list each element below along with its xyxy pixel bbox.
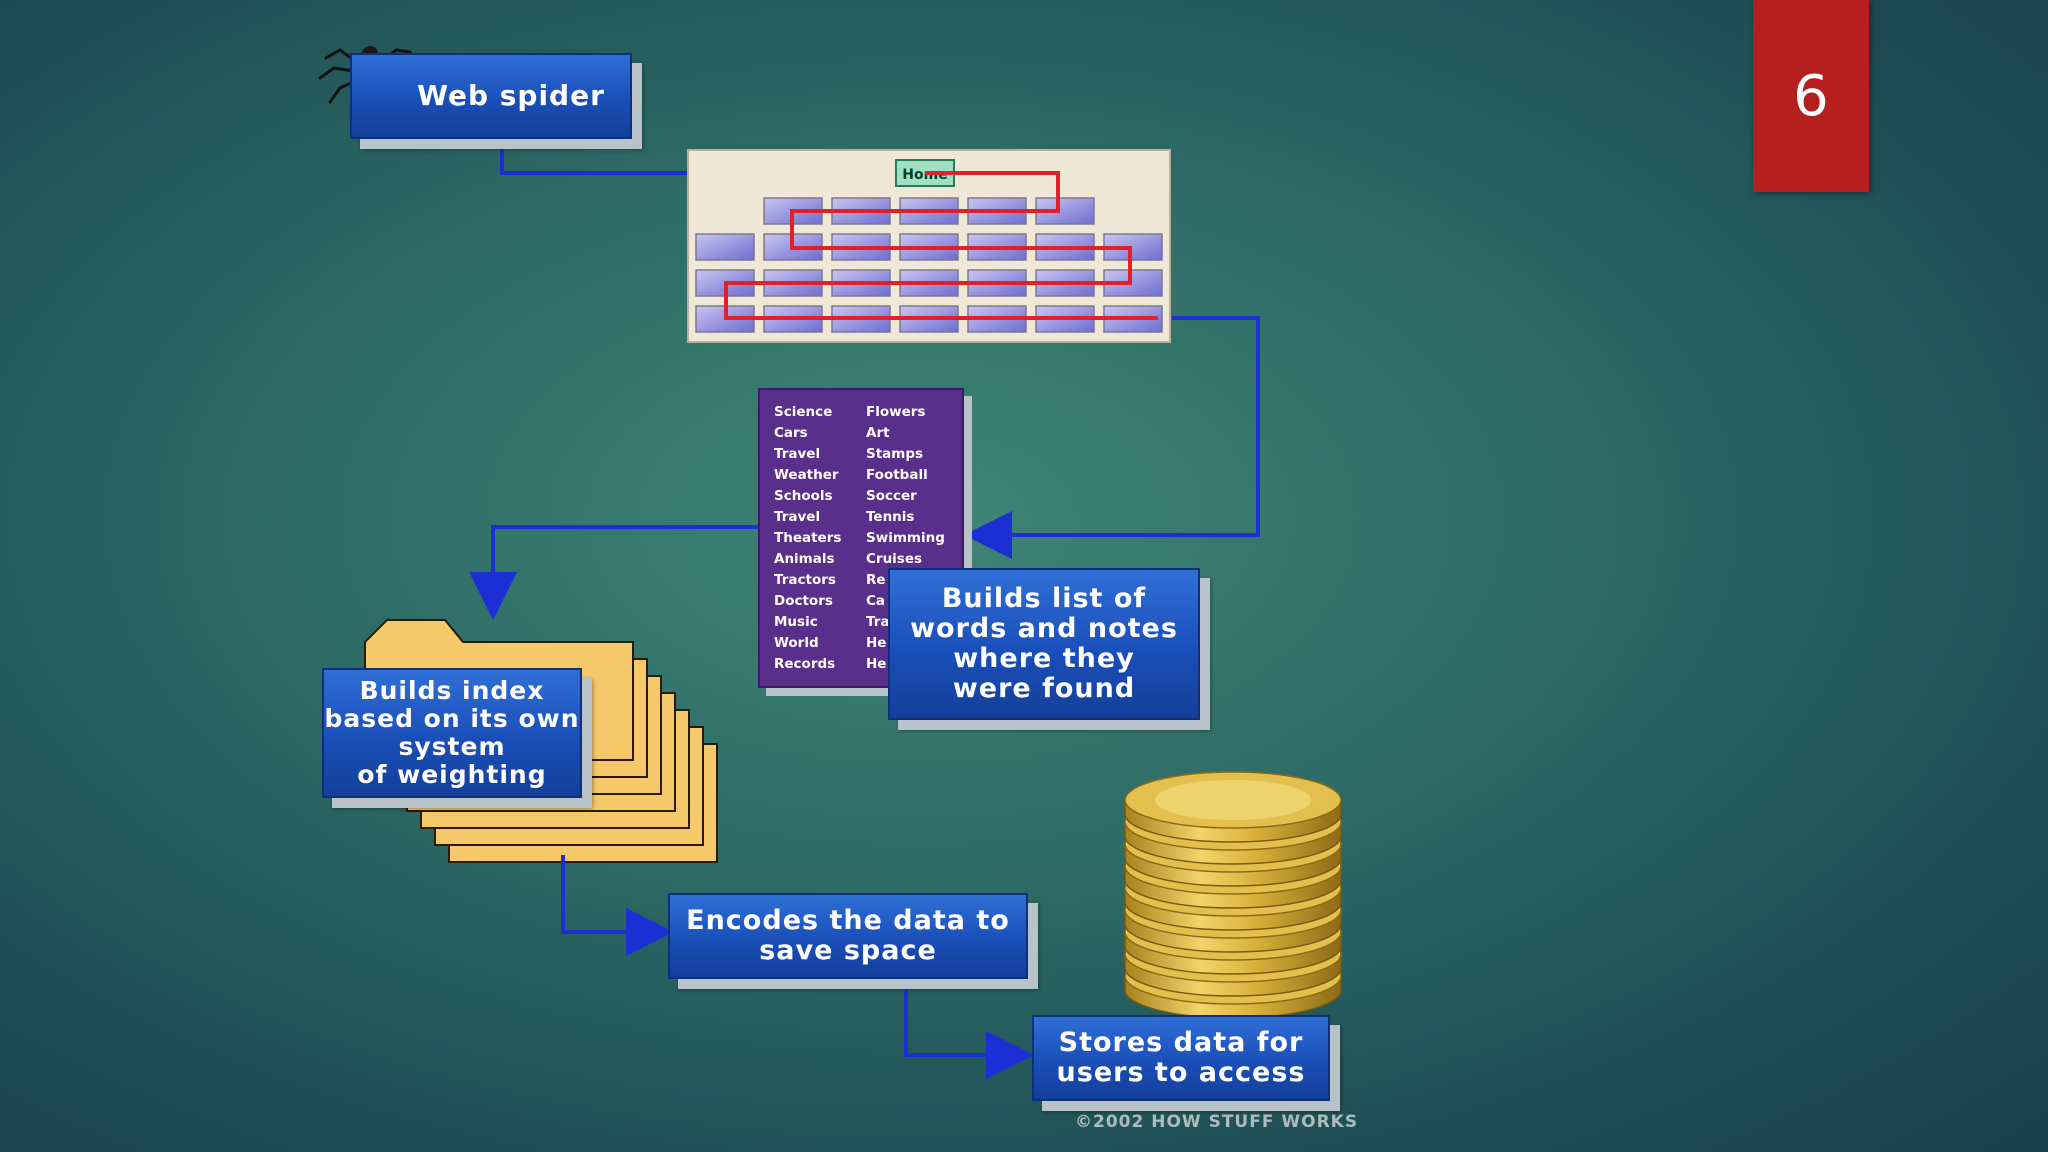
word-list-item: Re [866,572,886,588]
word-list-item: Travel [774,509,821,525]
word-list-item: Records [774,656,836,672]
word-list-item: Stamps [866,446,924,462]
word-list-item: Football [866,467,928,483]
word-list-item: Flowers [866,404,926,420]
word-list-item: Cars [774,425,808,441]
word-list-item: Soccer [866,488,917,504]
builds-list-line-2: words and notes [910,612,1178,644]
encodes-data-box: Encodes the data to save space [668,893,1028,979]
coin-highlight [1155,780,1311,820]
image-credit: ©2002 HOW STUFF WORKS [1075,1112,1359,1132]
word-list-item: Music [774,614,818,630]
slide-number-badge: 6 [1753,0,1869,192]
builds-index-line-3: system [398,732,506,761]
web-spider-box: Web spider [350,53,632,139]
word-list-item: Weather [774,467,839,483]
encodes-line-2: save space [759,935,937,966]
builds-index-line-1: Builds index [359,676,545,705]
word-list-item: Tractors [774,572,836,588]
word-list-item: Ca [866,593,886,609]
crawl-path [724,171,1158,320]
word-list-item: Schools [774,488,833,504]
stores-line-2: users to access [1056,1057,1306,1088]
slide-number: 6 [1793,63,1829,129]
word-list-item: Theaters [774,530,842,546]
word-list-item: Tennis [866,509,915,525]
web-spider-label: Web spider [417,79,605,113]
word-list-item: Science [774,404,833,420]
word-list-item: He [866,635,887,651]
arrow-index-to-encode [561,855,674,956]
builds-list-line-4: were found [952,673,1136,705]
word-list-item: Doctors [774,593,833,609]
encodes-line-1: Encodes the data to [686,904,1010,936]
builds-index-line-2: based on its own [324,704,580,733]
builds-list-line-3: where they [953,643,1135,674]
builds-index-box: Builds index based on its own system of … [322,668,582,798]
word-list-item: Tra [866,614,890,630]
word-list-item: Art [866,425,890,441]
stores-data-box: Stores data for users to access [1032,1015,1330,1101]
word-list-item: Swimming [866,530,945,546]
word-list-item: Animals [774,551,835,567]
word-list-item: Cruises [866,551,923,567]
site-map-page-cell [695,233,755,261]
site-map: Home [687,149,1171,343]
stores-line-1: Stores data for [1058,1026,1304,1058]
builds-list-line-1: Builds list of [941,582,1147,614]
arrow-map-to-list [964,316,1260,559]
builds-index-line-4: of weighting [357,760,547,789]
arrow-encode-to-store [904,985,1034,1079]
arrow-list-to-index [469,525,758,620]
builds-list-box: Builds list of words and notes where the… [888,568,1200,720]
storage-coin-stack [1124,771,1342,1019]
word-list-item: Travel [774,446,821,462]
word-list-item: He [866,656,887,672]
word-list-item: World [774,635,819,651]
